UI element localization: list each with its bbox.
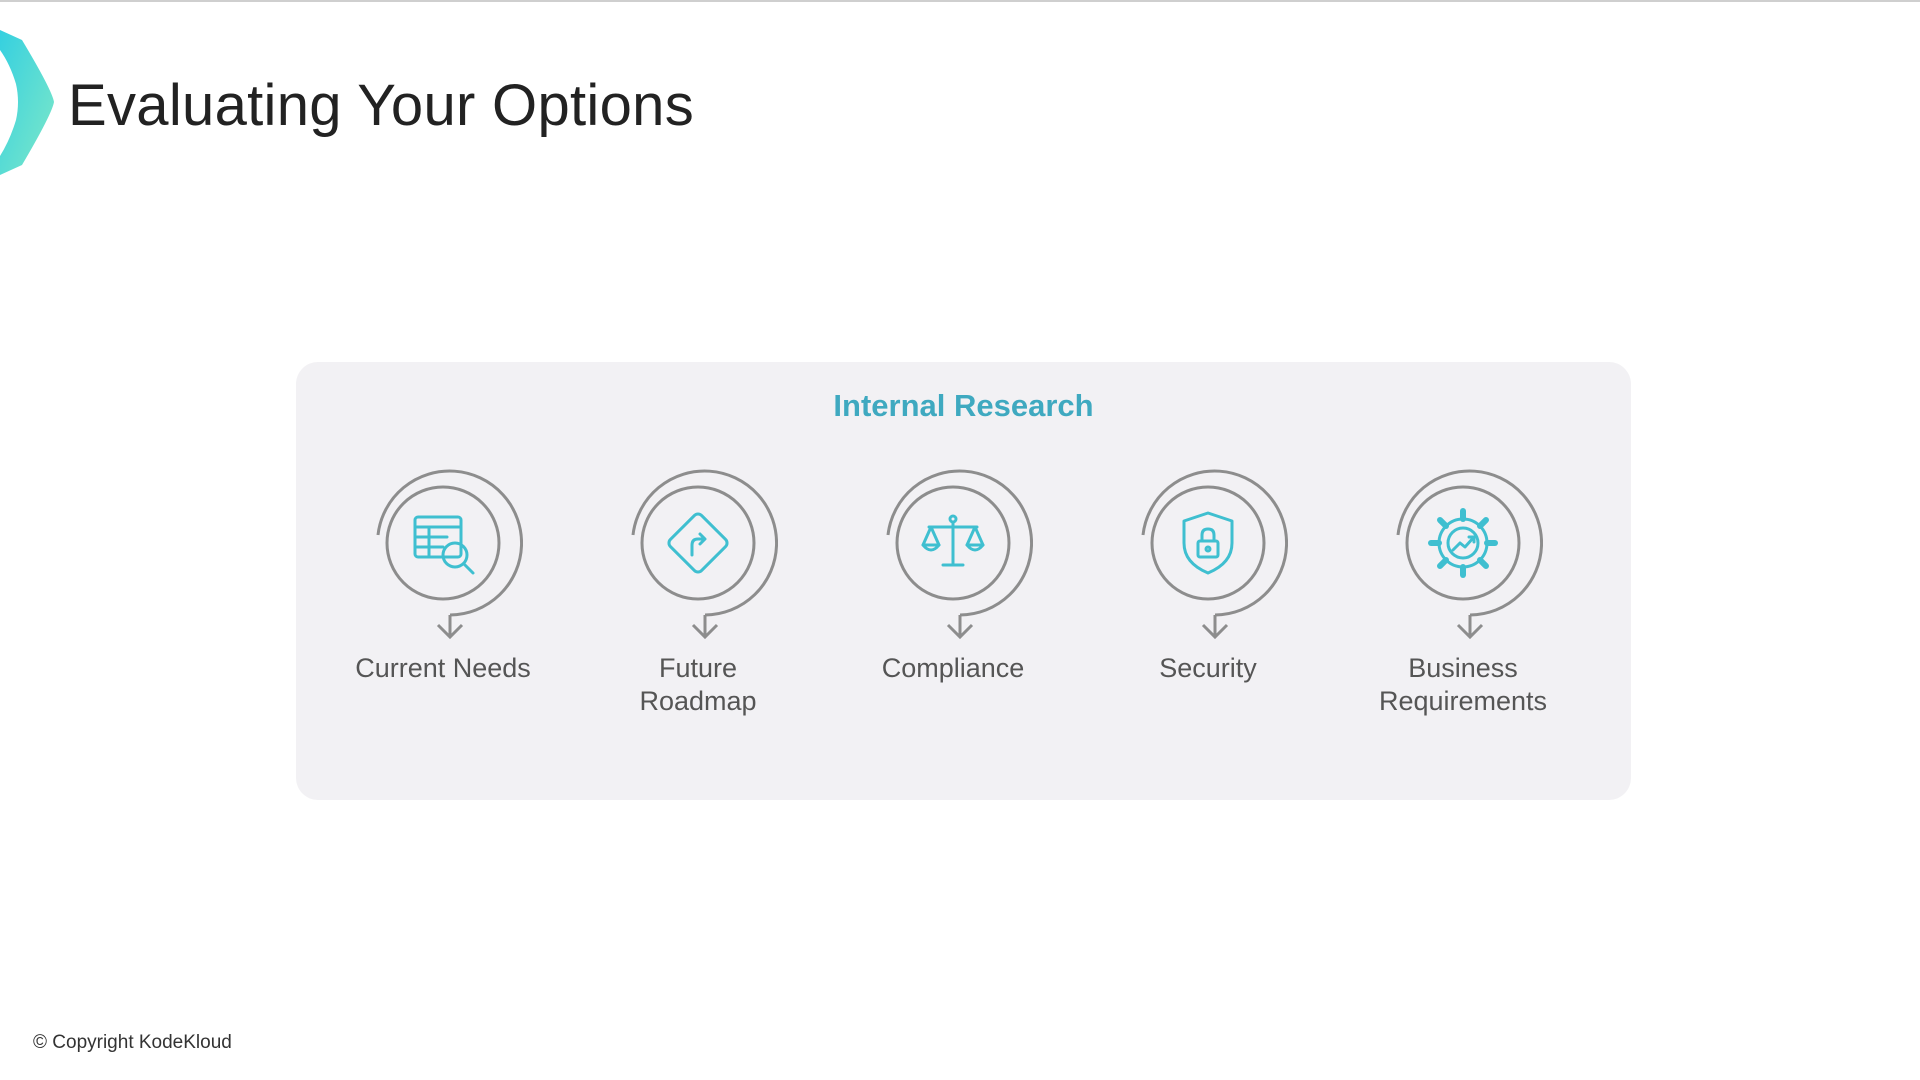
- road-sign-icon: [667, 512, 729, 574]
- gear-chart-icon: [1428, 508, 1498, 578]
- table-search-icon: [413, 515, 475, 575]
- page-title: Evaluating Your Options: [68, 73, 695, 138]
- step-label: Security: [1159, 653, 1257, 683]
- step-ring-graphic: [1141, 469, 1288, 640]
- step-ring-graphic: [376, 469, 523, 640]
- copyright-notice: © Copyright KodeKloud: [33, 1032, 232, 1053]
- step-label: Current Needs: [355, 653, 531, 683]
- step-ring-graphic: [1396, 469, 1543, 640]
- scales-icon: [921, 514, 985, 567]
- step-compliance: Compliance: [833, 467, 1073, 685]
- top-border: [0, 0, 1920, 2]
- step-label: Future Roadmap: [639, 653, 757, 716]
- step-ring-graphic: [631, 469, 778, 640]
- step-business-requirements: Business Requirements: [1343, 467, 1583, 718]
- step-label: Compliance: [881, 653, 1025, 683]
- panel-heading: Internal Research: [833, 388, 1094, 423]
- step-security: Security: [1088, 467, 1328, 685]
- step-ring-graphic: [886, 469, 1033, 640]
- step-future-roadmap: Future Roadmap: [578, 467, 818, 718]
- step-label: Business Requirements: [1378, 653, 1548, 716]
- kodekloud-logo-icon: [0, 30, 54, 175]
- step-current-needs: Current Needs: [323, 467, 563, 685]
- shield-lock-icon: [1182, 511, 1234, 575]
- internal-research-panel: Internal Research Current Needs: [296, 362, 1631, 800]
